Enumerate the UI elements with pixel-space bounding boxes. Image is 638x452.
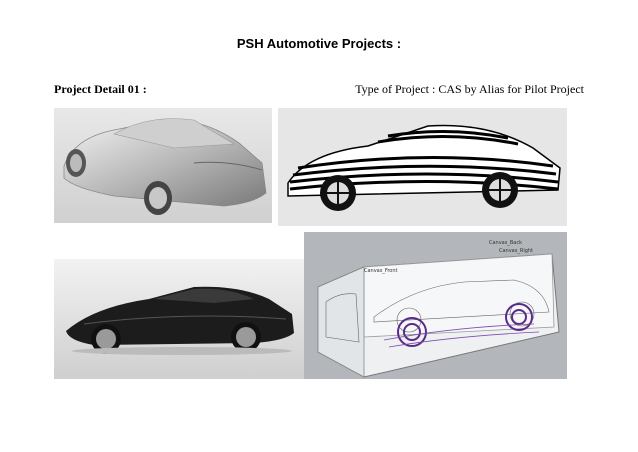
cad-canvas-setup-image: Canvas_Front Canvas_Back Canvas_Right [304,232,567,379]
canvas-right-label: Canvas_Right [499,248,533,254]
project-type-text: Type of Project : CAS by Alias for Pilot… [355,82,584,96]
page-title: PSH Automotive Projects : [236,36,402,51]
canvas-back-label: Canvas_Back [489,240,522,246]
surface-model-render-image [54,108,272,223]
final-render-image [54,259,305,379]
canvas-front-label: Canvas_Front [364,268,398,274]
project-detail-label: Project Detail 01 : [54,82,147,96]
zebra-analysis-image [278,108,567,226]
